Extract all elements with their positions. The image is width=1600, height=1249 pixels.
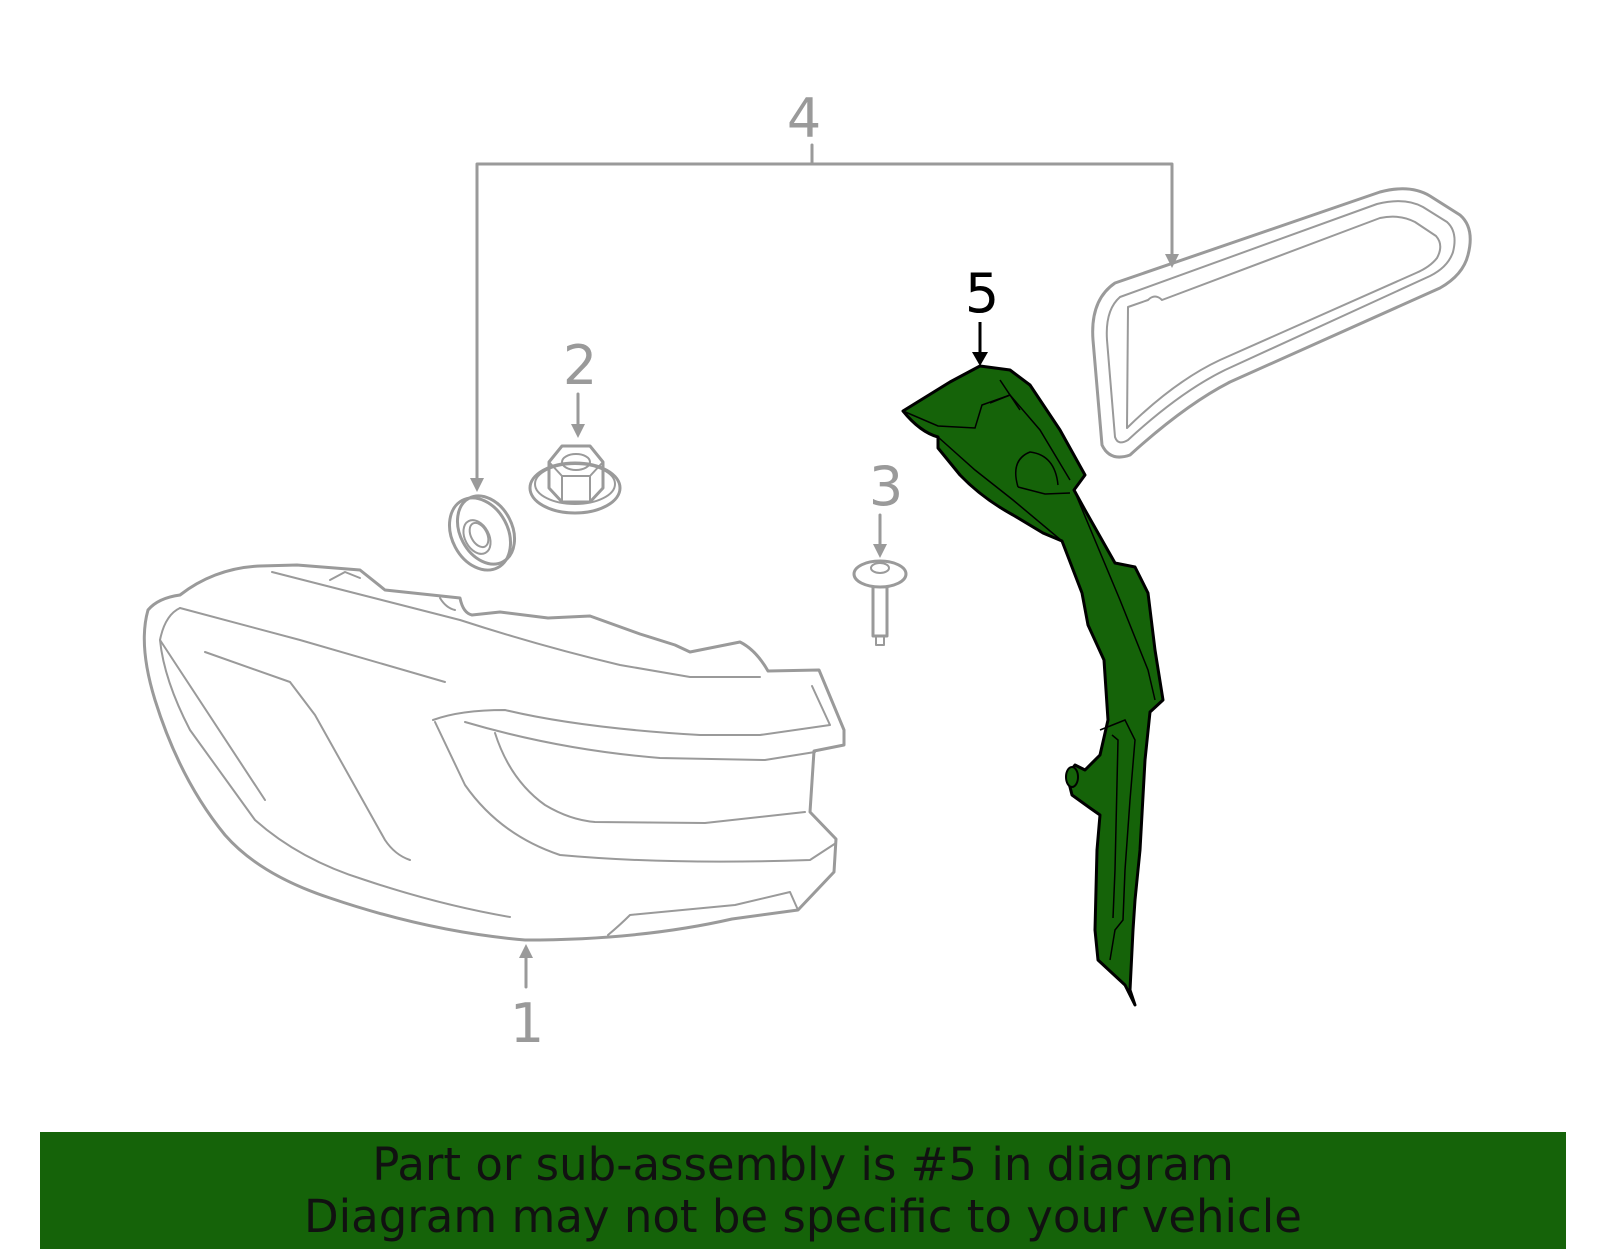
parts-diagram: 4 2 3 5 1 bbox=[142, 87, 1472, 1055]
callout-2-label: 2 bbox=[563, 334, 597, 397]
callout-1-arrow bbox=[519, 944, 533, 989]
bracket-part-highlighted bbox=[901, 364, 1165, 1007]
gasket-part bbox=[1091, 187, 1472, 459]
callout-1-label: 1 bbox=[510, 992, 544, 1055]
info-banner: Part or sub-assembly is #5 in diagram Di… bbox=[40, 1132, 1566, 1249]
callout-3-label: 3 bbox=[869, 455, 903, 518]
callout-4-bracket bbox=[470, 143, 1179, 492]
callout-2-arrow bbox=[571, 392, 585, 438]
headlamp-assembly-part bbox=[142, 563, 846, 942]
callout-5-arrow bbox=[972, 322, 988, 366]
banner-line-1: Part or sub-assembly is #5 in diagram bbox=[372, 1137, 1234, 1191]
callout-3-arrow bbox=[873, 513, 887, 558]
screw-part bbox=[852, 559, 908, 646]
grommet-part bbox=[448, 494, 517, 572]
banner-line-2: Diagram may not be specific to your vehi… bbox=[304, 1189, 1302, 1243]
flange-nut-part bbox=[528, 444, 622, 515]
callout-4-label: 4 bbox=[787, 87, 821, 150]
callout-5-label: 5 bbox=[965, 262, 999, 325]
